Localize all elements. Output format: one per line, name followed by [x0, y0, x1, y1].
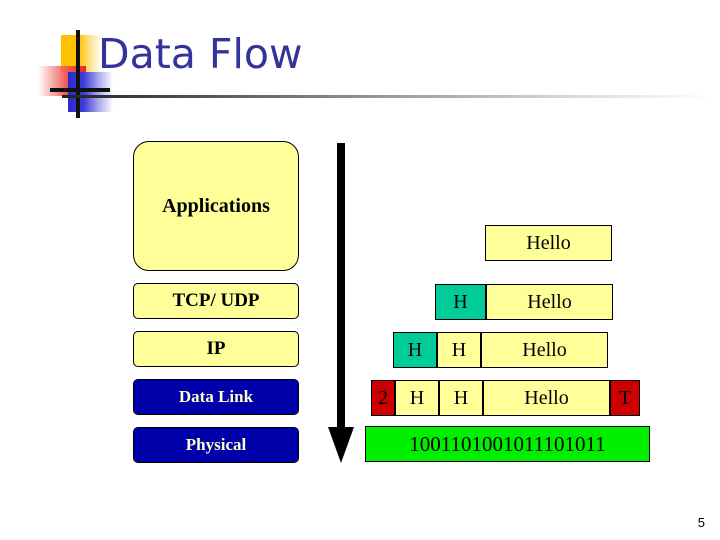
encap-cell-payload: Hello	[483, 380, 610, 416]
encap-row-physical: 1001101001011101011	[365, 426, 650, 462]
encap-cell-frame-header: 2	[371, 380, 395, 416]
encap-cell-bitstream: 1001101001011101011	[365, 426, 650, 462]
layer-box-tcp-udp: TCP/ UDP	[133, 283, 299, 319]
encap-cell-payload: Hello	[485, 225, 612, 261]
encap-cell-frame-trailer: T	[610, 380, 640, 416]
page-title: Data Flow	[98, 30, 303, 78]
slide-number: 5	[697, 515, 705, 530]
encap-cell-network-header: H	[393, 332, 437, 368]
decoration-horizontal-line	[50, 88, 110, 92]
encap-row-tcp-udp: H Hello	[435, 284, 613, 320]
layer-box-ip: IP	[133, 331, 299, 367]
encap-row-data-link: 2 H H Hello T	[371, 380, 640, 416]
layer-box-physical: Physical	[133, 427, 299, 463]
layer-box-applications: Applications	[133, 141, 299, 271]
encap-cell-payload: Hello	[486, 284, 613, 320]
layer-box-data-link: Data Link	[133, 379, 299, 415]
slide-header: Data Flow	[0, 0, 720, 118]
encap-cell-transport-header: H	[437, 332, 481, 368]
encap-row-applications: Hello	[485, 225, 612, 261]
title-decoration-logo	[28, 30, 113, 118]
encap-cell-transport-header: H	[435, 284, 486, 320]
title-divider-rule	[62, 95, 712, 98]
decoration-blue-square	[68, 72, 113, 112]
decoration-yellow-square	[61, 35, 103, 72]
flow-direction-arrow-icon	[326, 143, 356, 465]
encap-cell-transport-header: H	[439, 380, 483, 416]
encap-cell-network-header: H	[395, 380, 439, 416]
decoration-vertical-line	[76, 30, 80, 118]
encap-row-ip: H H Hello	[393, 332, 608, 368]
encap-cell-payload: Hello	[481, 332, 608, 368]
